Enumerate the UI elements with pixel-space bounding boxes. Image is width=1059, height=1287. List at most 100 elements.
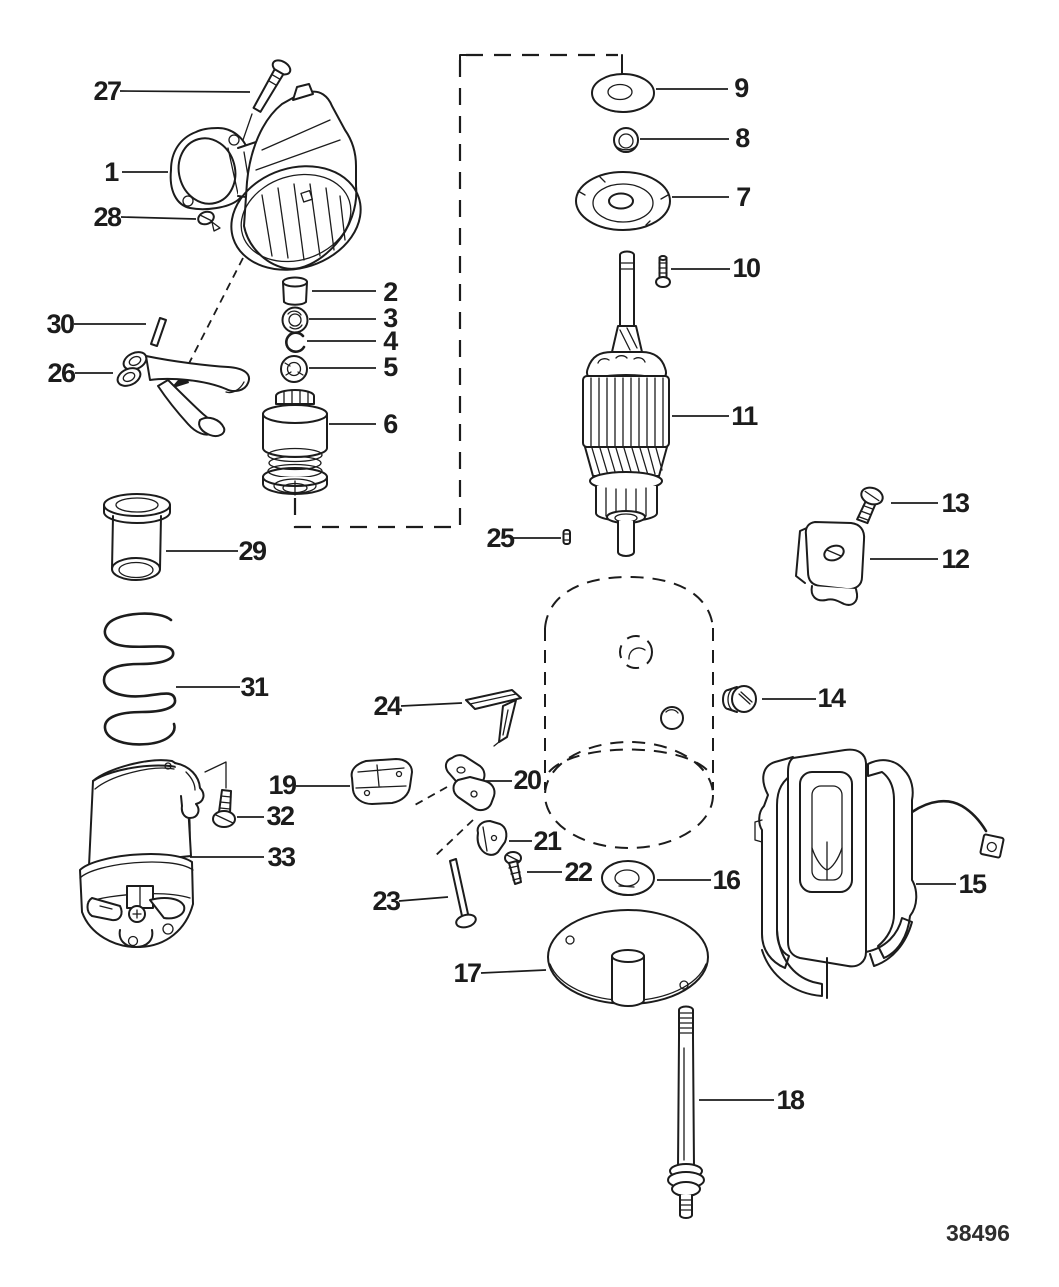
part-number-label: 27 [93,76,121,106]
part-8-bushing-ring [613,127,639,153]
callout-28-screw: 28 [93,202,197,232]
part-31-spring [102,612,177,746]
part-6-drive-assembly [262,389,328,496]
part-13-screw [856,486,884,525]
part-number-label: 4 [383,326,398,356]
part-28-screw [197,210,221,232]
part-number-label: 24 [373,691,402,721]
part-14-plug [722,685,757,713]
callout-3-washer: 3 [309,303,400,333]
part-27-bolt [252,59,292,113]
part-29-spacer-sleeve [103,493,171,581]
part-number-label: 32 [266,801,294,831]
part-3-washer [281,306,309,334]
part-number-label: 28 [93,202,122,232]
part-27-insert-line [242,113,253,141]
callout-25-pin: 25 [486,523,561,553]
part-number-label: 3 [383,303,398,333]
part-number-label: 23 [372,886,401,916]
part-number-label: 16 [712,865,741,895]
leader-line [119,90,251,93]
part-30-pin [150,317,167,347]
callout-10-screw: 10 [671,253,761,283]
callout-2-bushing: 2 [312,277,399,307]
part-number-label: 10 [732,253,760,283]
part-19-brush-block [350,758,413,805]
leader-line [400,702,463,707]
callout-19-brush-block: 19 [268,770,350,800]
part-number-label: 7 [736,182,750,212]
part-20-brush-holder [444,754,496,812]
part-number-label: 5 [383,352,398,382]
part-21-brush [476,820,508,856]
callout-33-starter-motor-assembly: 33 [190,842,297,872]
part-number-label: 25 [486,523,515,553]
callout-20-brush-holder: 20 [486,765,542,795]
callout-24-brush-spring: 24 [373,691,463,721]
part-7-end-plate [575,171,671,231]
part-18-through-bolt [667,1005,705,1219]
callout-16-washer: 16 [657,865,742,895]
part-number-label: 17 [453,958,481,988]
part-number-label: 14 [817,683,846,713]
callout-13-screw: 13 [891,488,971,518]
part-number-label: 30 [46,309,74,339]
part-26-shift-fork [116,351,250,438]
part-number-label: 13 [941,488,970,518]
part-10-screw [655,255,671,288]
part-9-thrust-washer [591,73,655,113]
part-22-screw [504,851,522,885]
callout-29-spacer-sleeve: 29 [166,536,268,566]
part-number-label: 20 [513,765,541,795]
part-number-label: 2 [383,277,397,307]
callout-6-drive-assembly: 6 [329,409,400,439]
part-1-housing-shell [230,83,362,271]
callout-5-washer: 5 [309,352,400,382]
callout-7-end-plate: 7 [672,182,752,212]
part-number-label: 15 [958,869,987,899]
callout-30-pin: 30 [46,309,146,339]
part-23-pin [449,858,477,929]
part-number-label: 19 [268,770,297,800]
phantom-frame-cylinder [544,575,714,849]
part-number-label: 29 [238,536,267,566]
part-15-field-frame [754,748,1005,999]
callout-18-through-bolt: 18 [699,1085,806,1115]
callout-1-end-cap-assembly: 1 [104,157,168,187]
callout-12-terminal-block: 12 [870,544,970,574]
callout-15-field-frame: 15 [916,869,988,899]
part-number-label: 21 [533,826,562,856]
callout-8-bushing-ring: 8 [640,123,752,153]
part-number-label: 12 [941,544,969,574]
callout-17-end-cap-plate: 17 [453,958,547,988]
callout-32-screw: 32 [237,801,295,831]
part-11-armature [582,250,670,557]
callout-23-pin: 23 [372,886,449,916]
drawing-number: 38496 [946,1220,1010,1246]
callout-27-bolt: 27 [93,76,251,106]
part-number-label: 8 [735,123,750,153]
part-33-starter-motor-assembly [79,759,227,949]
part-number-label: 26 [47,358,76,388]
part-number-label: 1 [104,157,119,187]
callout-31-spring: 31 [176,672,270,702]
callout-11-armature: 11 [672,401,760,431]
part-24-brush-spring [465,689,522,747]
leader-line [480,969,547,974]
leader-line [398,896,449,902]
callout-14-plug: 14 [762,683,847,713]
leader-line [120,216,197,220]
part-number-label: 33 [267,842,296,872]
part-number-label: 11 [731,401,758,431]
part-number-label: 9 [734,73,749,103]
callout-9-thrust-washer: 9 [656,73,751,103]
callout-21-brush: 21 [509,826,563,856]
part-5-washer [280,355,308,383]
part-12-terminal-block [795,521,866,606]
callout-22-screw: 22 [527,857,593,887]
part-16-washer [601,860,655,896]
part-17-end-cap-plate [547,909,709,1007]
part-number-label: 6 [383,409,398,439]
